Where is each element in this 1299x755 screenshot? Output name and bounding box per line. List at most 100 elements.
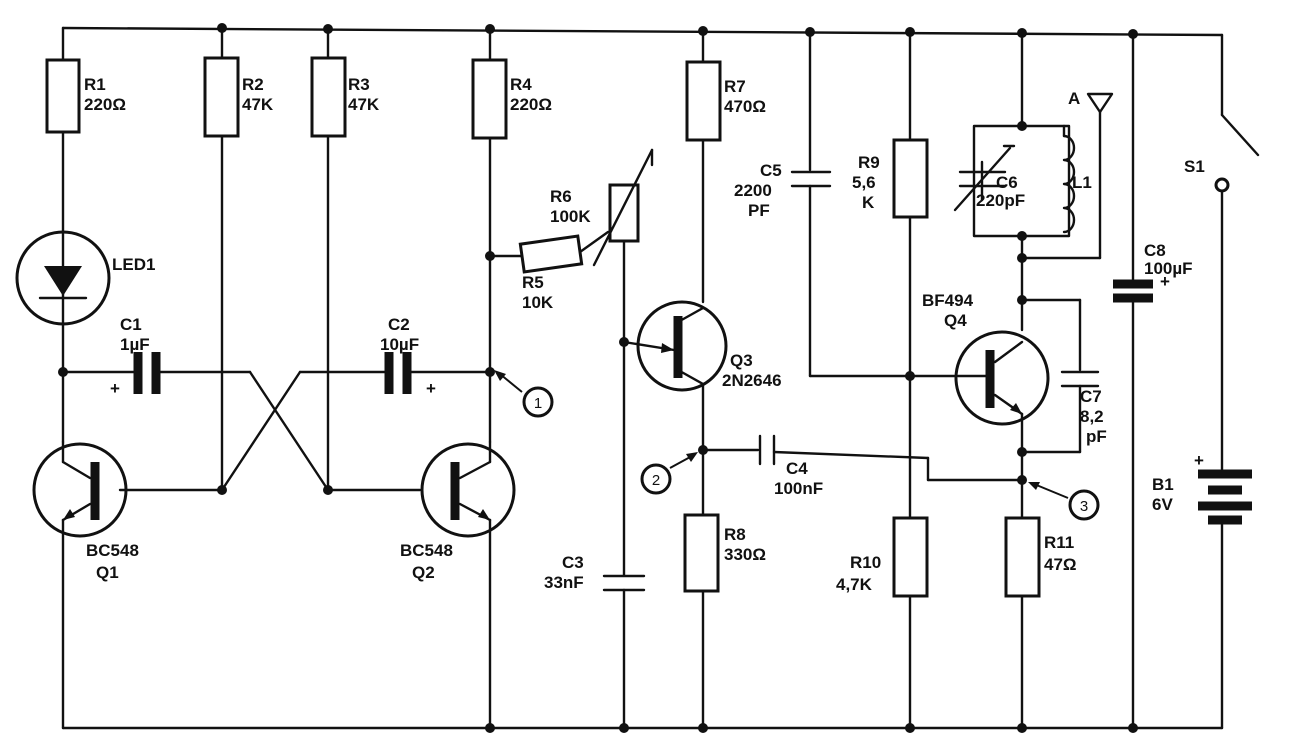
r8-resistor bbox=[683, 513, 720, 593]
q2-part: BC548 bbox=[400, 541, 453, 560]
c2-plus: + bbox=[426, 379, 436, 398]
r6-ref: R6 bbox=[550, 187, 572, 206]
q1-branch bbox=[15, 26, 224, 730]
q3-ujt bbox=[622, 300, 728, 392]
c6-value: 220pF bbox=[976, 191, 1025, 210]
c6-variable-capacitor bbox=[953, 144, 1016, 212]
test-point-2-label: 2 bbox=[652, 472, 660, 489]
test-point-2: 2 bbox=[640, 452, 698, 495]
led1-symbol bbox=[15, 230, 111, 326]
c7-value: 8,2 bbox=[1080, 407, 1104, 426]
r6-potentiometer bbox=[608, 183, 640, 243]
b1-battery bbox=[1198, 469, 1252, 525]
r11-ref: R11 bbox=[1044, 533, 1074, 552]
c7-capacitor bbox=[1060, 370, 1100, 388]
r4-value: 220Ω bbox=[510, 95, 552, 114]
r9-ref: R9 bbox=[858, 153, 880, 172]
c2-ref: C2 bbox=[388, 315, 410, 334]
r11-resistor bbox=[1004, 516, 1041, 598]
c6-ref: C6 bbox=[996, 173, 1018, 192]
c3-ref: C3 bbox=[562, 553, 584, 572]
tank-frame bbox=[972, 124, 1071, 238]
c4-ref: C4 bbox=[786, 459, 808, 478]
c2-capacitor bbox=[384, 352, 412, 394]
cross-coupling bbox=[158, 26, 492, 492]
c8-electrolytic bbox=[1113, 279, 1153, 303]
r9-resistor bbox=[892, 138, 929, 219]
r3-resistor bbox=[310, 56, 347, 138]
q1-transistor bbox=[32, 440, 224, 730]
r2-resistor bbox=[203, 56, 240, 138]
q3-branch bbox=[602, 28, 1024, 730]
c7-value-unit: pF bbox=[1086, 427, 1107, 446]
antenna-symbol bbox=[1086, 92, 1114, 114]
r5-resistor bbox=[518, 234, 584, 274]
c1-ref: C1 bbox=[120, 315, 142, 334]
c1-capacitor bbox=[133, 352, 161, 394]
q3-ref: Q3 bbox=[730, 351, 753, 370]
s1-ref: S1 bbox=[1184, 157, 1205, 176]
q2-ref: Q2 bbox=[412, 563, 435, 582]
r8-ref: R8 bbox=[724, 525, 746, 544]
r11-value: 47Ω bbox=[1044, 555, 1077, 574]
r4-ref: R4 bbox=[510, 75, 532, 94]
c5-ref: C5 bbox=[760, 161, 782, 180]
r3-value: 47K bbox=[348, 95, 380, 114]
rails bbox=[61, 26, 1224, 730]
c2-value: 10µF bbox=[380, 335, 419, 354]
r7-resistor bbox=[685, 60, 722, 142]
r10-value: 4,7K bbox=[836, 575, 873, 594]
r9-value-unit: K bbox=[862, 193, 875, 212]
r1-ref: R1 bbox=[84, 75, 106, 94]
q4-transistor bbox=[954, 330, 1050, 426]
q4-ref: Q4 bbox=[944, 311, 967, 330]
r7-ref: R7 bbox=[724, 77, 746, 96]
c5-capacitor bbox=[790, 170, 832, 188]
r5-value: 10K bbox=[522, 293, 554, 312]
r9-value: 5,6 bbox=[852, 173, 876, 192]
r8-value: 330Ω bbox=[724, 545, 766, 564]
r1-resistor bbox=[45, 58, 81, 134]
c5-value-unit: PF bbox=[748, 201, 770, 220]
c8-value: 100µF bbox=[1144, 259, 1193, 278]
test-point-3-label: 3 bbox=[1080, 498, 1088, 515]
r2-value: 47K bbox=[242, 95, 274, 114]
test-point-1-label: 1 bbox=[534, 395, 542, 412]
l1-coil bbox=[1062, 134, 1076, 234]
c5-value: 2200 bbox=[734, 181, 772, 200]
c8-plus: + bbox=[1160, 272, 1170, 291]
q4-part: BF494 bbox=[922, 291, 974, 310]
r10-ref: R10 bbox=[850, 553, 881, 572]
s1-switch bbox=[1220, 113, 1260, 157]
b1-ref: B1 bbox=[1152, 475, 1174, 494]
c8-ref: C8 bbox=[1144, 241, 1166, 260]
power-section bbox=[1198, 113, 1260, 730]
r3-ref: R3 bbox=[348, 75, 370, 94]
s1-contact bbox=[1214, 177, 1230, 193]
r10-resistor bbox=[892, 516, 929, 598]
r4-resistor bbox=[471, 58, 508, 140]
r6-value: 100K bbox=[550, 207, 591, 226]
r7-value: 470Ω bbox=[724, 97, 766, 116]
r1-value: 220Ω bbox=[84, 95, 126, 114]
q1-ref: Q1 bbox=[96, 563, 119, 582]
c1-value: 1µF bbox=[120, 335, 150, 354]
c1-plus: + bbox=[110, 379, 120, 398]
q2-branch bbox=[420, 26, 654, 730]
test-point-1: 1 bbox=[494, 370, 554, 418]
led1-ref: LED1 bbox=[112, 255, 155, 274]
q1-part: BC548 bbox=[86, 541, 139, 560]
r5-ref: R5 bbox=[522, 273, 544, 292]
b1-plus: + bbox=[1194, 451, 1204, 470]
c3-value: 33nF bbox=[544, 573, 584, 592]
b1-value: 6V bbox=[1152, 495, 1173, 514]
c7-ref: C7 bbox=[1080, 387, 1102, 406]
l1-ref: L1 bbox=[1072, 173, 1092, 192]
r2-ref: R2 bbox=[242, 75, 264, 94]
test-point-3: 3 bbox=[1028, 482, 1100, 521]
antenna-ref: A bbox=[1068, 89, 1080, 108]
q3-part: 2N2646 bbox=[722, 371, 782, 390]
c3-capacitor bbox=[602, 574, 646, 592]
junctions bbox=[58, 23, 1138, 733]
